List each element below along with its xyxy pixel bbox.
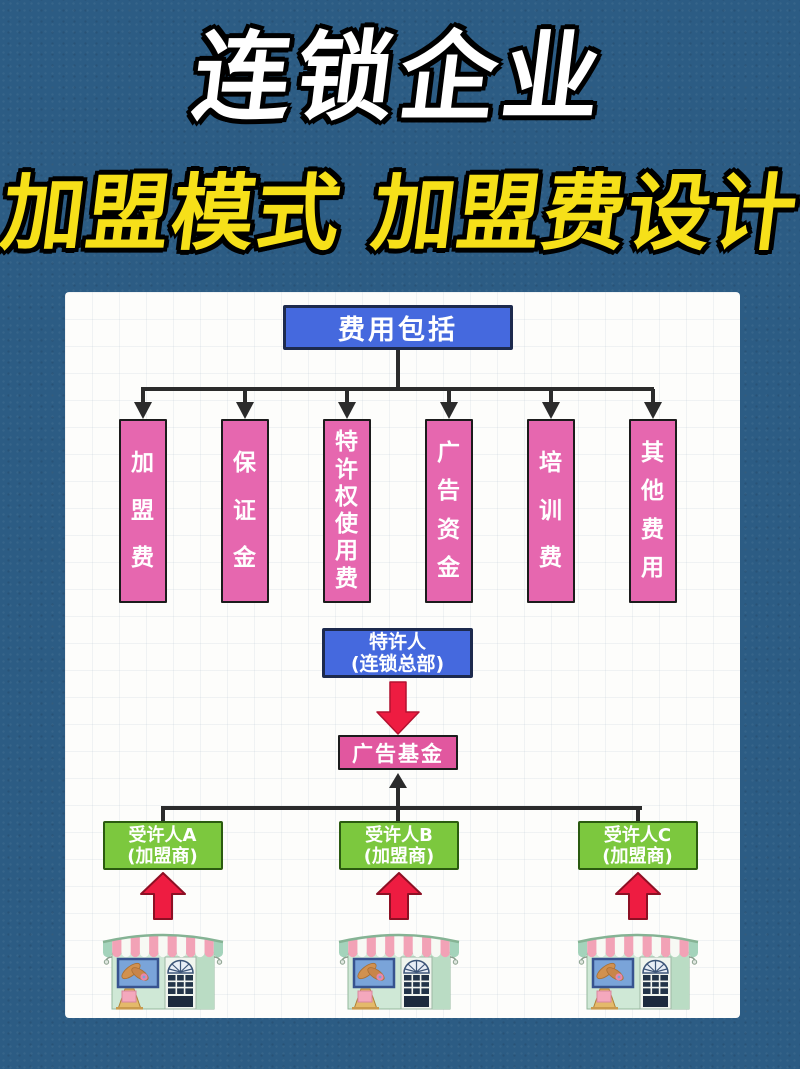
fee-item-char: 许 xyxy=(335,456,358,483)
poster-title: 连锁企业 xyxy=(187,21,614,134)
fee-item-char: 加 xyxy=(131,449,154,476)
down-arrowhead-icon xyxy=(235,402,254,419)
fee-item-box-ad-fund: 广告资金 xyxy=(424,419,473,603)
fee-item-char: 费 xyxy=(641,516,664,543)
storefront-icon xyxy=(338,926,460,1012)
franchisee-drop-line xyxy=(635,808,640,821)
fee-item-box-other: 其他费用 xyxy=(628,419,677,603)
fee-drop-line xyxy=(446,389,451,403)
down-arrowhead-icon xyxy=(337,402,356,419)
fees-root-box: 费用包括 xyxy=(283,305,513,350)
franchisee-c-line1: 受许人C xyxy=(603,824,672,846)
fee-tree-branch-line xyxy=(140,387,654,391)
fee-item-char: 用 xyxy=(335,538,358,565)
fee-item-char: 费 xyxy=(131,545,154,572)
franchisee-a-line1: 受许人A xyxy=(128,824,197,846)
franchisor-box: 特许人 (连锁总部) xyxy=(322,628,473,678)
fee-item-char: 培 xyxy=(539,449,562,476)
franchisee-c-line2: (加盟商) xyxy=(602,845,673,867)
franchisee-b-line2: (加盟商) xyxy=(363,845,435,867)
ad-fund-stem-line xyxy=(396,786,400,821)
franchisee-drop-line xyxy=(160,808,165,821)
fee-drop-line xyxy=(140,389,145,403)
fee-drop-line xyxy=(548,389,553,403)
franchisee-branch-line xyxy=(160,806,642,810)
franchisor-label-line2: (连锁总部) xyxy=(350,653,445,675)
poster-subtitle: 加盟模式 加盟费设计 xyxy=(0,165,800,262)
fee-item-char: 保 xyxy=(233,449,256,476)
fee-item-char: 他 xyxy=(641,478,664,505)
fee-item-char: 告 xyxy=(437,478,460,505)
fee-item-char: 金 xyxy=(233,545,256,572)
down-arrowhead-icon xyxy=(643,402,662,419)
storefront-icon xyxy=(577,926,699,1012)
fee-item-char: 证 xyxy=(233,497,256,524)
fee-item-char: 权 xyxy=(335,483,358,510)
fee-item-char: 费 xyxy=(539,545,562,572)
down-arrowhead-icon xyxy=(439,402,458,419)
fee-item-char: 金 xyxy=(437,554,460,581)
fee-item-char: 特 xyxy=(335,429,358,456)
down-arrowhead-icon xyxy=(541,402,560,419)
fee-tree-stem-line xyxy=(396,350,400,389)
down-arrowhead-icon xyxy=(133,402,152,419)
fee-item-box-royalty: 特许权使用费 xyxy=(322,419,371,603)
fee-drop-line xyxy=(344,389,349,403)
fee-item-char: 资 xyxy=(437,516,460,543)
ad-fund-label: 广告基金 xyxy=(352,741,444,766)
red-down-arrow-icon xyxy=(376,681,420,735)
fee-drop-line xyxy=(650,389,655,403)
fee-item-char: 广 xyxy=(437,440,460,467)
fee-item-char: 盟 xyxy=(131,497,154,524)
franchisee-a-line2: (加盟商) xyxy=(127,845,198,867)
fee-item-char: 用 xyxy=(641,554,664,581)
fee-item-box-joining-fee: 加盟费 xyxy=(118,419,167,603)
fee-item-char: 使 xyxy=(335,511,358,538)
fee-item-char: 费 xyxy=(335,565,358,592)
up-arrowhead-icon xyxy=(389,773,407,788)
franchisee-box-a: 受许人A (加盟商) xyxy=(102,821,223,870)
fee-item-box-training: 培训费 xyxy=(526,419,575,603)
storefront-icon xyxy=(102,926,224,1012)
franchisee-b-line1: 受许人B xyxy=(365,824,433,846)
franchisee-box-b: 受许人B (加盟商) xyxy=(339,821,459,870)
ad-fund-box: 广告基金 xyxy=(338,735,458,770)
red-up-arrow-icon xyxy=(615,872,661,920)
flowchart-panel: 费用包括 加盟费 保证金 特许权使用费 广告资金 培训费 其他费用 特许人 (连… xyxy=(65,292,740,1018)
fee-item-char: 训 xyxy=(539,497,562,524)
fees-root-label: 费用包括 xyxy=(338,315,458,346)
fee-drop-line xyxy=(242,389,247,403)
franchisor-label-line1: 特许人 xyxy=(368,631,426,653)
red-up-arrow-icon xyxy=(140,872,186,920)
fee-item-char: 其 xyxy=(641,440,664,467)
fee-item-box-deposit: 保证金 xyxy=(220,419,269,603)
red-up-arrow-icon xyxy=(376,872,422,920)
franchisee-box-c: 受许人C (加盟商) xyxy=(577,821,698,870)
